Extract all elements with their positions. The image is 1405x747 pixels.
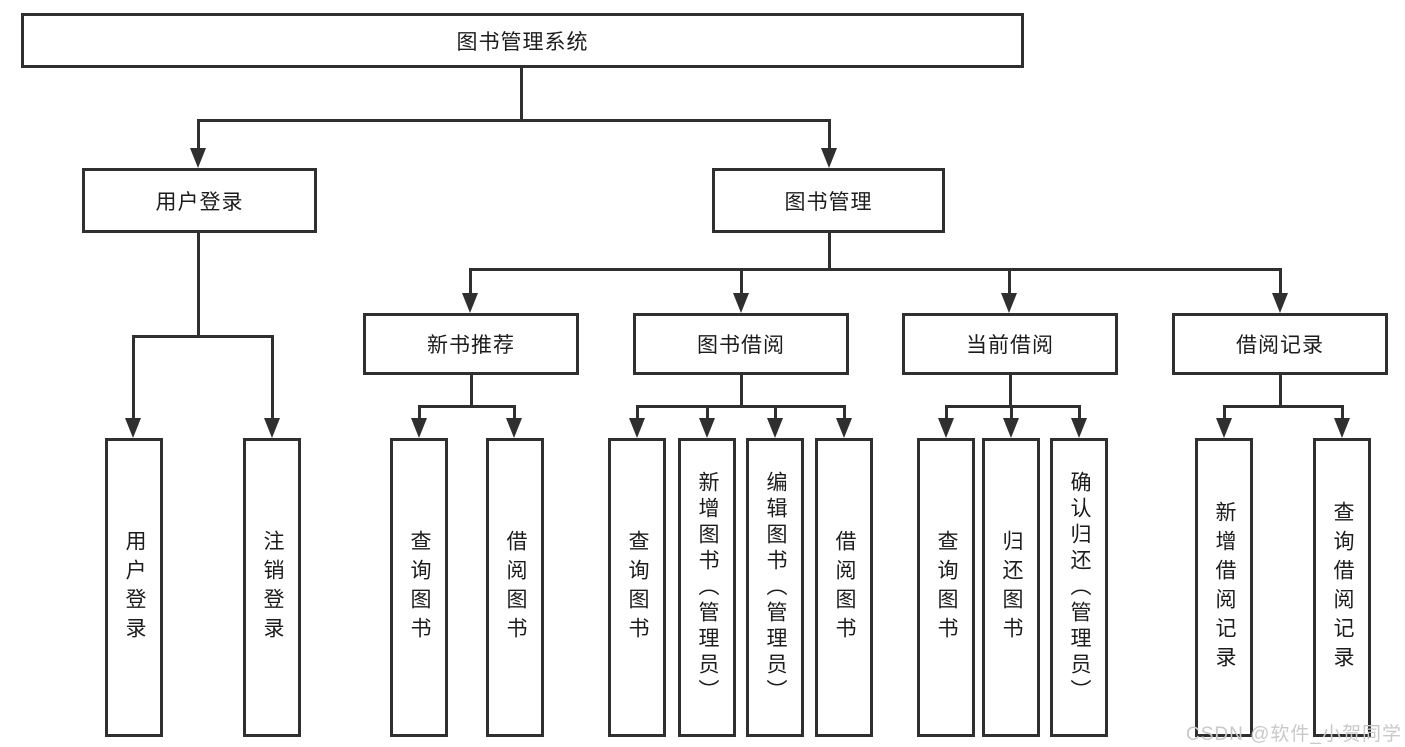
arrow-down-icon	[125, 418, 141, 438]
arrow-down-icon	[821, 148, 837, 168]
leaf-add-borrow-record-label: 新增借阅记录	[1213, 500, 1236, 675]
arrow-down-icon	[1334, 418, 1350, 438]
leaf-logout-login-label: 注销登录	[261, 529, 284, 646]
connector-stub	[945, 405, 948, 421]
connector-book-borrow-trunk	[740, 375, 743, 407]
connector-stub	[843, 405, 846, 421]
connector-current-borrow-bus	[945, 405, 1081, 408]
csdn-watermark: CSDN @软件_小贺同学	[1186, 724, 1402, 745]
arrow-down-icon	[506, 418, 522, 438]
leaf-add-borrow-record: 新增借阅记录	[1195, 438, 1253, 737]
connector-book-borrow-bus	[636, 405, 846, 408]
leaf-query-books-current: 查询图书	[917, 438, 975, 737]
connector-stub-user-login	[197, 119, 200, 152]
node-book-borrow: 图书借阅	[633, 313, 849, 375]
node-current-borrow: 当前借阅	[902, 313, 1118, 375]
node-root-label: 图书管理系统	[456, 30, 589, 54]
leaf-query-books-borrow-label: 查询图书	[626, 529, 649, 646]
connector-stub-leaf-user-login	[132, 335, 135, 422]
connector-stub	[636, 405, 639, 421]
arrow-down-icon	[1272, 293, 1288, 313]
connector-new-book-recommend-trunk	[470, 375, 473, 407]
node-borrow-records: 借阅记录	[1172, 313, 1388, 375]
connector-stub-borrow-records	[1279, 268, 1282, 296]
node-book-management: 图书管理	[712, 168, 945, 233]
leaf-query-borrow-record-label: 查询借阅记录	[1331, 500, 1354, 675]
leaf-return-books: 归还图书	[982, 438, 1040, 737]
node-current-borrow-label: 当前借阅	[966, 334, 1054, 357]
arrow-down-icon	[699, 418, 715, 438]
leaf-return-books-label: 归还图书	[1000, 529, 1023, 646]
connector-stub	[1010, 405, 1013, 421]
connector-stub	[513, 405, 516, 421]
connector-book-management-trunk	[828, 233, 831, 270]
leaf-borrow-books-borrow: 借阅图书	[815, 438, 873, 737]
leaf-user-login: 用户登录	[105, 438, 163, 737]
connector-borrow-records-bus	[1223, 405, 1344, 408]
leaf-user-login-label: 用户登录	[123, 529, 146, 646]
connector-user-login-bus	[132, 335, 274, 338]
node-user-login: 用户登录	[82, 168, 317, 233]
connector-root-trunk	[520, 68, 523, 121]
arrow-down-icon	[264, 418, 280, 438]
connector-current-borrow-trunk	[1009, 375, 1012, 407]
arrow-down-icon	[411, 418, 427, 438]
node-new-book-recommend: 新书推荐	[363, 313, 579, 375]
connector-stub	[418, 405, 421, 421]
arrow-down-icon	[1001, 293, 1017, 313]
connector-user-login-trunk	[197, 233, 200, 337]
connector-stub-current-borrow	[1008, 268, 1011, 296]
connector-stub-book-borrow	[740, 268, 743, 296]
leaf-confirm-return-admin-label: 确认归还（管理员）	[1068, 470, 1091, 705]
arrow-down-icon	[1071, 418, 1087, 438]
arrow-down-icon	[938, 418, 954, 438]
leaf-logout-login: 注销登录	[243, 438, 301, 737]
connector-stub	[1223, 405, 1226, 421]
node-book-management-label: 图书管理	[784, 190, 873, 214]
connector-stub	[1341, 405, 1344, 421]
connector-book-management-bus	[469, 268, 1282, 271]
arrow-down-icon	[733, 293, 749, 313]
node-new-book-recommend-label: 新书推荐	[427, 334, 515, 357]
connector-stub-leaf-logout	[271, 335, 274, 422]
connector-stub-book-management	[828, 119, 831, 152]
leaf-query-books-current-label: 查询图书	[935, 529, 958, 646]
connector-stub	[1078, 405, 1081, 421]
node-root: 图书管理系统	[21, 13, 1024, 68]
leaf-borrow-books-borrow-label: 借阅图书	[833, 529, 856, 646]
connector-level1-bus	[197, 119, 831, 122]
arrow-down-icon	[767, 418, 783, 438]
leaf-query-borrow-record: 查询借阅记录	[1313, 438, 1371, 737]
arrow-down-icon	[462, 293, 478, 313]
leaf-query-books-recommend: 查询图书	[390, 438, 448, 737]
connector-new-book-recommend-bus	[418, 405, 516, 408]
leaf-confirm-return-admin: 确认归还（管理员）	[1050, 438, 1108, 737]
arrow-down-icon	[629, 418, 645, 438]
connector-borrow-records-trunk	[1279, 375, 1282, 407]
connector-stub	[774, 405, 777, 421]
node-borrow-records-label: 借阅记录	[1236, 334, 1324, 357]
node-book-borrow-label: 图书借阅	[697, 334, 785, 357]
arrow-down-icon	[1003, 418, 1019, 438]
connector-stub	[706, 405, 709, 421]
arrow-down-icon	[1216, 418, 1232, 438]
node-user-login-label: 用户登录	[155, 190, 244, 214]
leaf-borrow-books-recommend-label: 借阅图书	[504, 529, 527, 646]
leaf-add-books-admin: 新增图书（管理员）	[678, 438, 736, 737]
leaf-edit-books-admin-label: 编辑图书（管理员）	[764, 470, 787, 705]
arrow-down-icon	[836, 418, 852, 438]
connector-stub-new-book-recommend	[469, 268, 472, 296]
leaf-edit-books-admin: 编辑图书（管理员）	[746, 438, 804, 737]
leaf-query-books-borrow: 查询图书	[608, 438, 666, 737]
leaf-query-books-recommend-label: 查询图书	[408, 529, 431, 646]
leaf-borrow-books-recommend: 借阅图书	[486, 438, 544, 737]
leaf-add-books-admin-label: 新增图书（管理员）	[696, 470, 719, 705]
arrow-down-icon	[190, 148, 206, 168]
